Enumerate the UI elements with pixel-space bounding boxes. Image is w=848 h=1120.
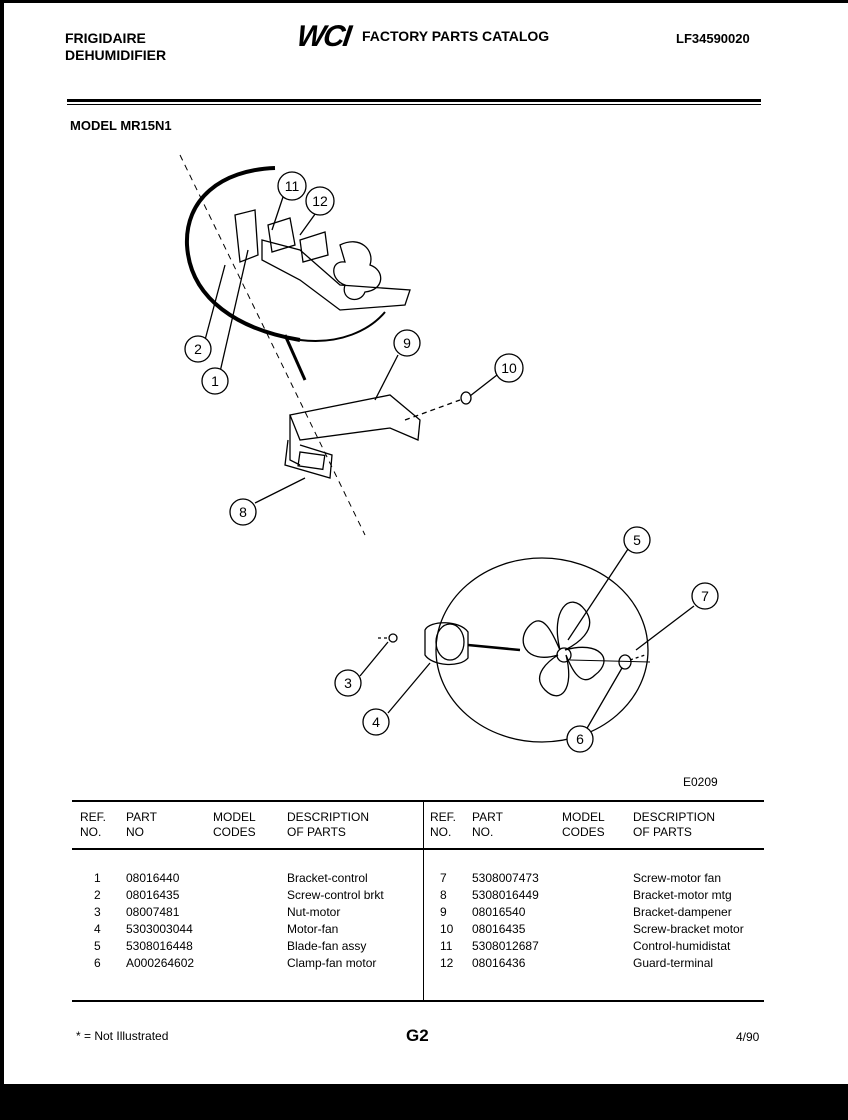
callout-label-10: 10 — [501, 360, 517, 376]
brand-block: FRIGIDAIRE DEHUMIDIFIER — [65, 30, 166, 64]
header-ref: REF. NO. — [430, 810, 457, 839]
catalog-title: FACTORY PARTS CATALOG — [362, 28, 550, 44]
header-ref: REF. NO. — [80, 810, 107, 839]
callout-label-3: 3 — [344, 675, 352, 691]
table-rule-header — [72, 848, 764, 850]
callout-2 — [184, 335, 212, 363]
product-type: DEHUMIDIFIER — [65, 47, 167, 63]
callout-label-7: 7 — [701, 588, 709, 604]
page-number: G2 — [406, 1026, 429, 1045]
scan-border-top — [0, 0, 848, 3]
callout-7 — [691, 582, 719, 610]
callout-6 — [566, 725, 594, 753]
header-model: MODEL CODES — [213, 810, 256, 839]
header-rule-thin — [67, 104, 761, 105]
callout-label-5: 5 — [633, 532, 641, 548]
inset-fan — [333, 241, 382, 301]
callout-label-4: 4 — [372, 714, 380, 730]
fan-motor — [424, 622, 469, 666]
callout-1 — [201, 367, 229, 395]
callout-4 — [362, 708, 390, 736]
callout-label-8: 8 — [239, 504, 247, 520]
model-number: MODEL MR15N1 — [70, 118, 172, 133]
header-part: PART NO — [126, 810, 157, 839]
inset-control — [267, 217, 296, 253]
table-column-divider — [423, 802, 424, 1000]
scan-border-bottom — [0, 1084, 848, 1120]
header-part: PART NO. — [472, 810, 503, 839]
scan-border-left — [0, 0, 4, 1120]
fan-blade — [522, 601, 605, 697]
callout-3 — [334, 669, 362, 697]
table-rule-top — [72, 800, 764, 802]
header-rule-thick — [67, 99, 761, 102]
table-rule-bottom — [72, 1000, 764, 1002]
exploded-parts-diagram: 1 2 3 4 5 6 7 8 9 10 11 12 — [179, 154, 719, 753]
callout-11 — [277, 171, 307, 201]
fan-shroud — [435, 557, 649, 743]
callout-12 — [305, 186, 335, 216]
detail-circle — [184, 166, 301, 342]
inset-bracket — [234, 209, 259, 263]
callout-9 — [393, 329, 421, 357]
callout-8 — [229, 498, 257, 526]
catalog-number: LF34590020 — [676, 31, 750, 46]
callout-label-12: 12 — [312, 193, 328, 209]
callout-label-6: 6 — [576, 731, 584, 747]
callout-label-2: 2 — [194, 341, 202, 357]
callout-label-9: 9 — [403, 335, 411, 351]
publication-date: 4/90 — [736, 1030, 760, 1044]
callout-5 — [623, 526, 651, 554]
header-description: DESCRIPTION OF PARTS — [287, 810, 370, 839]
callout-label-11: 11 — [285, 178, 300, 194]
bracket-motor-mtg — [284, 439, 333, 479]
brand-name: FRIGIDAIRE — [65, 30, 146, 46]
header-description: DESCRIPTION OF PARTS — [633, 810, 716, 839]
wci-logo: WCI — [294, 20, 352, 53]
header-model: MODEL CODES — [562, 810, 605, 839]
footnote-not-illustrated: * = Not Illustrated — [76, 1029, 169, 1043]
diagram-code: E0209 — [683, 775, 718, 789]
callout-10 — [494, 353, 524, 383]
callout-label-1: 1 — [211, 373, 219, 389]
bracket-dampener — [289, 394, 421, 441]
